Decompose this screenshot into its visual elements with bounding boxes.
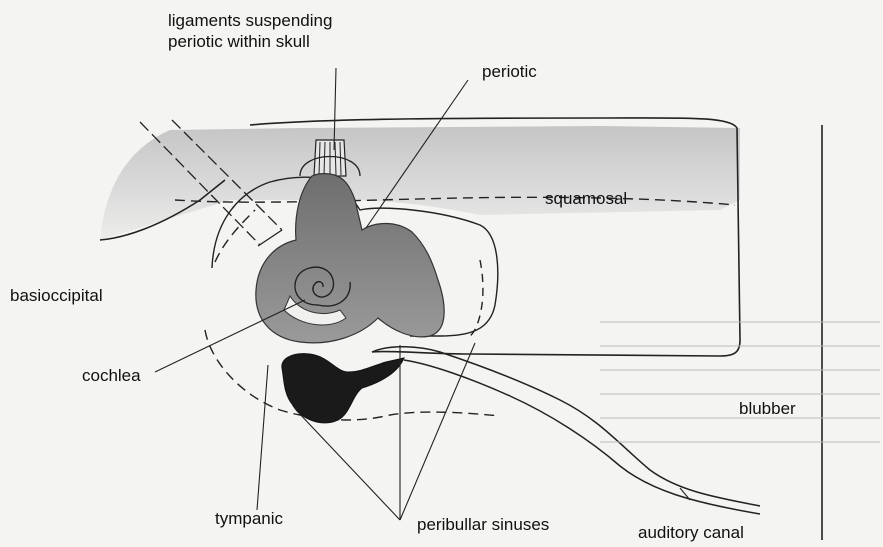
tympanic-bone — [282, 354, 404, 423]
skull-shading — [100, 126, 740, 240]
label-cochlea: cochlea — [82, 365, 141, 386]
sinus-dashed-lower — [470, 260, 483, 336]
label-basioccipital: basioccipital — [10, 285, 103, 306]
label-blubber: blubber — [739, 398, 796, 419]
label-ligaments-line-1: ligaments suspending — [168, 10, 332, 31]
diagonal-strap-end — [258, 230, 282, 246]
label-peribullar-sinuses: peribullar sinuses — [417, 514, 549, 535]
label-periotic: periotic — [482, 61, 537, 82]
leader-sinus-1 — [296, 410, 400, 520]
label-auditory-canal: auditory canal — [638, 522, 744, 543]
leader-sinus-3 — [400, 343, 475, 520]
label-ligaments-line-2: periotic within skull — [168, 31, 332, 52]
auditory-canal-lower — [404, 360, 760, 514]
label-tympanic: tympanic — [215, 508, 283, 529]
label-ligaments: ligaments suspending periotic within sku… — [168, 10, 332, 52]
label-squamosal: squamosal — [545, 188, 627, 209]
leader-tympanic — [257, 365, 268, 510]
